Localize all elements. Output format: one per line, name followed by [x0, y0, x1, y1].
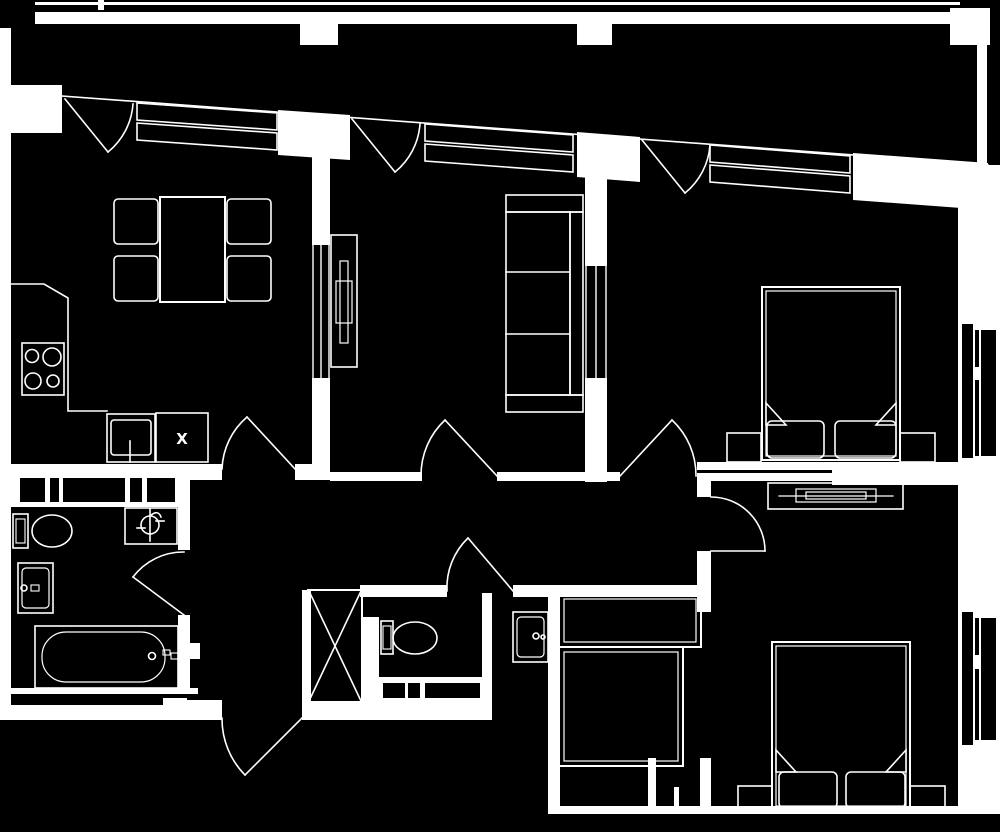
dining-chair	[113, 255, 159, 302]
kitchen-counter	[10, 283, 108, 412]
bathroom2-wall	[302, 590, 311, 703]
bathroom-2	[307, 589, 549, 703]
balcony-pillar	[577, 12, 612, 45]
partition-wall	[312, 378, 330, 470]
walls	[0, 0, 1000, 814]
pillow	[834, 420, 897, 459]
bedroom-2	[558, 482, 946, 813]
wall-stub	[697, 551, 711, 612]
wardrobe	[558, 593, 702, 767]
linework: X	[10, 95, 989, 813]
left-exterior-wall	[0, 28, 11, 710]
window-notches	[975, 367, 980, 669]
bathroom2-bottom-wall	[302, 703, 492, 720]
dining-set	[113, 196, 272, 303]
toilet	[12, 513, 73, 549]
hob-4-burner	[21, 342, 65, 396]
facade-line	[61, 95, 989, 166]
kitchen-sink	[106, 413, 156, 463]
window-band	[136, 102, 851, 194]
pillow	[766, 420, 825, 459]
bedroom-1	[726, 286, 936, 463]
corridor-top-wall	[330, 472, 422, 481]
entry-door-swing	[221, 717, 247, 777]
bottom-wall	[163, 698, 187, 720]
dining-chair	[113, 198, 159, 245]
washing-machine: X	[155, 412, 209, 463]
balcony-tick	[98, 0, 104, 10]
pillow	[845, 771, 906, 809]
bathroom2-partition	[482, 593, 492, 680]
side-window	[962, 612, 996, 745]
door-swing	[131, 415, 766, 777]
sofa	[505, 194, 584, 413]
bathroom1-wall	[178, 470, 190, 550]
radiator	[767, 482, 904, 510]
balcony-pillar	[300, 12, 338, 45]
corridor-bottom-wall	[513, 585, 700, 597]
nightstand	[899, 432, 936, 463]
dining-chair	[226, 198, 272, 245]
nightstand	[909, 785, 946, 813]
partition-wall	[312, 133, 330, 245]
pillow	[778, 771, 838, 809]
bottom-wall	[0, 705, 165, 720]
boiler-unit	[124, 507, 178, 545]
bedroom-divider-wall	[832, 462, 962, 485]
bathroom-1	[12, 507, 179, 689]
partition-lines	[312, 244, 607, 379]
toilet	[380, 620, 438, 655]
wash-basin	[17, 562, 54, 614]
bathroom1-bottom-line	[11, 688, 198, 694]
corridor-top-wall	[497, 472, 585, 481]
entry-wall	[185, 700, 222, 720]
side-window	[962, 324, 996, 458]
bathroom1-wall	[178, 615, 190, 693]
partition-wall	[585, 378, 607, 482]
wash-basin	[512, 611, 549, 663]
dining-chair	[226, 255, 272, 302]
wall-stub	[697, 481, 711, 497]
balcony-pillar	[950, 8, 990, 45]
washing-machine-label: X	[176, 430, 188, 448]
shower-tray	[307, 589, 363, 703]
bedroom-divider-wall	[697, 462, 962, 470]
dining-table	[159, 196, 226, 303]
corridor-top-wall	[607, 472, 620, 481]
balcony-door-swing	[63, 97, 711, 195]
wall-stub	[648, 758, 656, 814]
nightstand	[737, 785, 773, 813]
wall-jog	[190, 643, 200, 659]
bathroom2-partition	[362, 617, 379, 703]
facade-pier	[853, 153, 988, 210]
partition-wall	[585, 150, 607, 266]
wall-stub	[700, 758, 711, 814]
bathtub	[34, 625, 179, 689]
nightstand	[726, 432, 762, 463]
bedroom-divider-wall	[697, 473, 832, 481]
right-wall-upper	[977, 45, 987, 167]
balcony-edge-line	[35, 2, 960, 5]
left-corner-block	[0, 85, 62, 133]
corridor-bottom-wall	[360, 585, 447, 597]
kitchen: X	[10, 283, 209, 463]
double-bed	[771, 641, 911, 811]
radiator	[330, 234, 358, 368]
double-bed	[761, 286, 901, 461]
wall-stub	[674, 787, 679, 814]
duct-slots-and-glazing	[20, 324, 996, 745]
bedroom2-west-wall	[548, 593, 560, 812]
balcony-railing	[35, 12, 950, 24]
